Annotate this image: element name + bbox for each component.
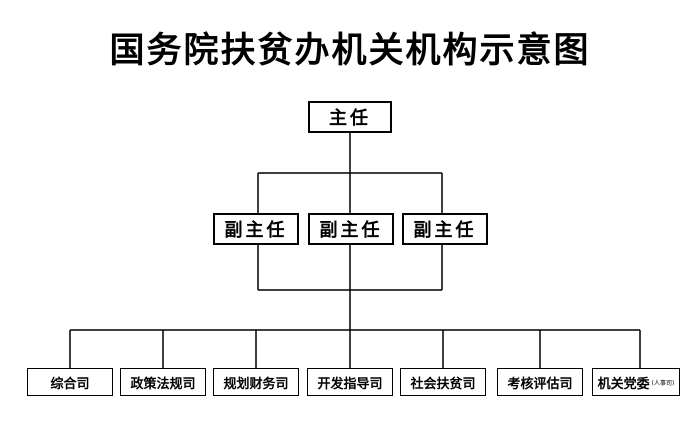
department-label: 综合司 [50, 376, 90, 392]
department-note: (人事司) [651, 379, 675, 387]
department-label: 开发指导司 [317, 376, 383, 392]
deputy-box-2: 副主任 [308, 213, 394, 245]
department-box-3: 规划财务司 [213, 368, 299, 396]
department-label: 规划财务司 [223, 376, 289, 392]
diagram-title: 国务院扶贫办机关机构示意图 [109, 31, 591, 71]
department-label: 政策法规司 [130, 376, 196, 392]
director-box: 主任 [308, 101, 392, 133]
department-box-7: 机关党委(人事司) [592, 368, 680, 396]
department-box-2: 政策法规司 [120, 368, 206, 396]
department-box-1: 综合司 [27, 368, 113, 396]
department-label: 机关党委 [597, 376, 650, 392]
department-label: 考核评估司 [507, 376, 573, 392]
department-label: 社会扶贫司 [410, 376, 476, 392]
deputy-box-1: 副主任 [213, 213, 299, 245]
department-box-4: 开发指导司 [307, 368, 393, 396]
deputy-box-3: 副主任 [402, 213, 488, 245]
department-box-6: 考核评估司 [497, 368, 583, 396]
department-box-5: 社会扶贫司 [400, 368, 486, 396]
